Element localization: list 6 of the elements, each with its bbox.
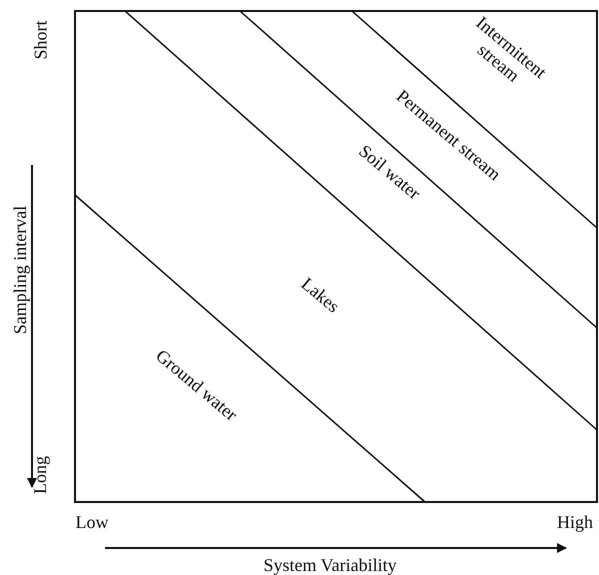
axis-end-label: Long xyxy=(30,456,50,494)
axis-end-label: High xyxy=(557,512,593,532)
axis-end-label: Short xyxy=(30,20,50,60)
axis-title: System Variability xyxy=(264,555,397,575)
axis-end-label: Low xyxy=(76,512,108,532)
axis-title: Sampling interval xyxy=(10,206,30,334)
